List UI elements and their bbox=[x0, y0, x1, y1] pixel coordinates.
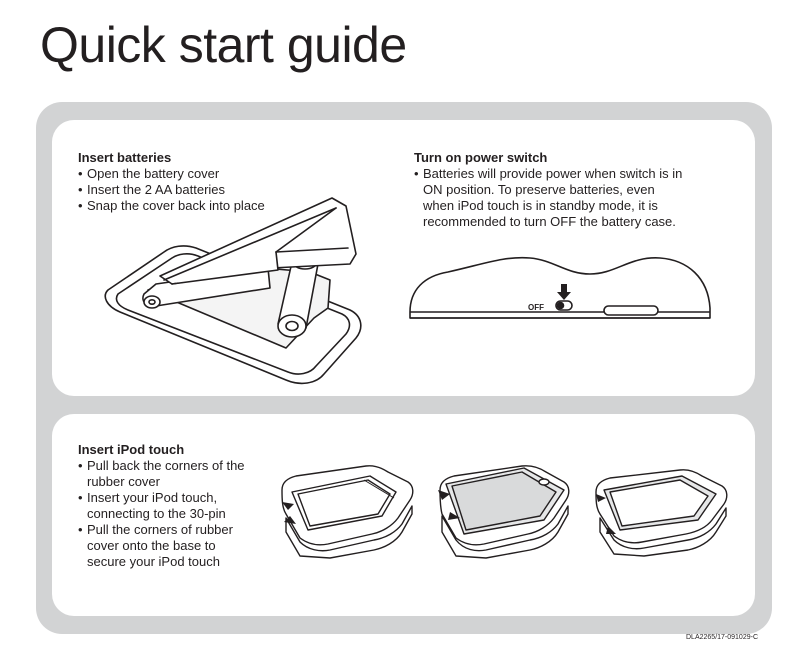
arrow-down-icon bbox=[284, 516, 296, 524]
power-switch-illustration: OFF bbox=[409, 256, 711, 319]
arrow-up-icon bbox=[596, 494, 606, 502]
insert-ipod-heading: Insert iPod touch bbox=[78, 442, 185, 457]
switch-off-label: OFF bbox=[528, 303, 544, 312]
arrow-up-icon bbox=[438, 490, 450, 500]
list-item: Batteries will provide power when switch… bbox=[414, 166, 684, 230]
insert-batteries-list: Open the battery cover Insert the 2 AA b… bbox=[78, 166, 328, 214]
power-switch-section: Turn on power switch Batteries will prov… bbox=[414, 150, 684, 230]
power-switch-list: Batteries will provide power when switch… bbox=[414, 166, 684, 230]
page-title: Quick start guide bbox=[40, 17, 407, 73]
arrow-down-icon bbox=[606, 526, 616, 534]
document-code: DLA2265/17-091029-C bbox=[686, 634, 758, 641]
ipod-step2-illustration bbox=[438, 465, 570, 559]
list-item: Open the battery cover bbox=[78, 166, 328, 182]
insert-ipod-list: Pull back the corners of the rubber cove… bbox=[78, 458, 253, 570]
insert-ipod-section: Insert iPod touch Pull back the corners … bbox=[78, 442, 253, 570]
battery-case-illustration bbox=[104, 197, 362, 385]
arrow-down-icon bbox=[448, 512, 460, 520]
ipod-step1-illustration bbox=[281, 465, 414, 559]
list-item: Insert your iPod touch, connecting to th… bbox=[78, 490, 253, 522]
power-switch-heading: Turn on power switch bbox=[414, 150, 548, 165]
ipod-step3-illustration bbox=[595, 469, 728, 557]
arrow-up-icon bbox=[282, 502, 294, 510]
arrow-down-icon bbox=[557, 284, 571, 300]
list-item: Pull the corners of rubber cover onto th… bbox=[78, 522, 253, 570]
list-item: Pull back the corners of the rubber cove… bbox=[78, 458, 253, 490]
list-item: Insert the 2 AA batteries bbox=[78, 182, 328, 198]
list-item: Snap the cover back into place bbox=[78, 198, 328, 214]
insert-batteries-section: Insert batteries Open the battery cover … bbox=[78, 150, 328, 214]
insert-batteries-heading: Insert batteries bbox=[78, 150, 172, 165]
